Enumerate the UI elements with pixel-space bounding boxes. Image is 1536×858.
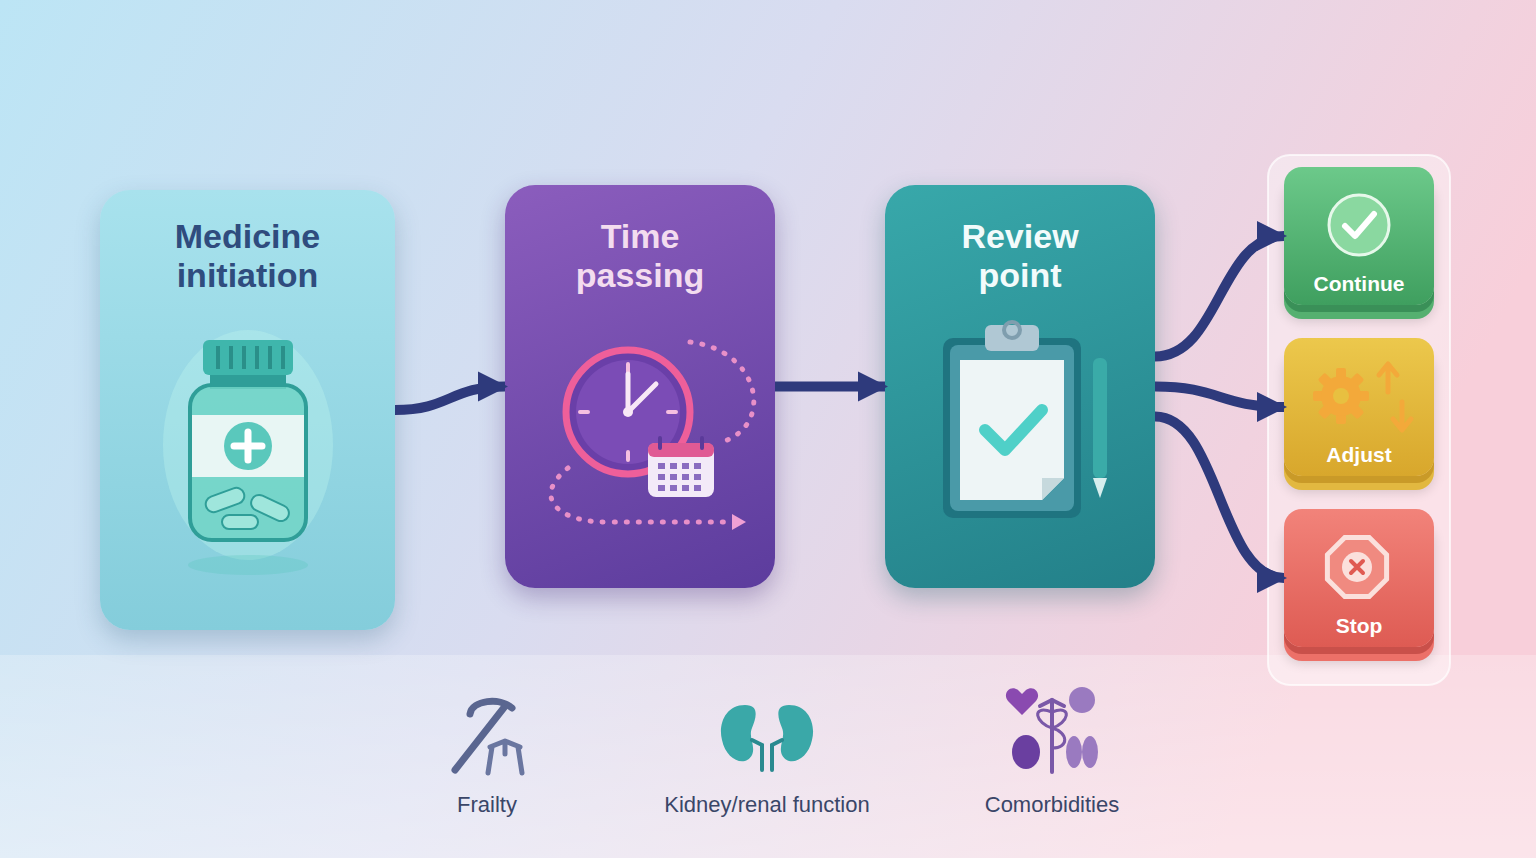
- comorbidities-icon-part: [1040, 700, 1064, 706]
- outcome-box: Stop: [1284, 509, 1434, 647]
- clock-icon-part: [658, 466, 704, 488]
- flow-arrow: [1155, 236, 1284, 357]
- clipboard-icon-part: [1004, 322, 1020, 338]
- clipboard-icon-part: [950, 345, 1074, 511]
- kidney-icon-part: [752, 740, 782, 770]
- comorbidities-icon-part: [1069, 687, 1095, 713]
- kidney-icon: [721, 705, 813, 770]
- factor-label: Kidney/renal function: [607, 792, 927, 818]
- process-box: Medicine initiation: [100, 190, 395, 630]
- bottle-icon-part: [188, 555, 308, 575]
- clipboard-icon-part: [985, 325, 1039, 351]
- bottle-icon-part: [222, 515, 258, 529]
- kidney-icon-part: [721, 705, 756, 761]
- bottle-icon-part: [203, 340, 293, 375]
- clock-icon-part: [580, 364, 676, 460]
- flow-arrow: [1155, 417, 1284, 579]
- clipboard-icon-part: [1042, 478, 1064, 500]
- factor-label: Frailty: [327, 792, 647, 818]
- bottle-icon-part: [224, 422, 272, 470]
- stop-icon: [1327, 537, 1386, 596]
- gear-icon-part: [1393, 402, 1411, 430]
- clipboard-icon-part: [943, 338, 1081, 518]
- clipboard-icon: [943, 322, 1107, 518]
- check-icon-part: [1345, 214, 1374, 236]
- bottle-icon-part: [248, 492, 291, 523]
- process-box: Time passing: [505, 185, 775, 588]
- cane-icon-part: [488, 741, 522, 773]
- outcome-label: Stop: [1289, 614, 1429, 638]
- comorbidities-icon-part: [1012, 735, 1040, 769]
- bottle-icon-part: [203, 486, 246, 515]
- cane-icon-part: [470, 701, 512, 714]
- node-title: Medicine initiation: [133, 217, 363, 295]
- stop-icon-part: [1327, 537, 1386, 596]
- clock-icon-part: [628, 374, 656, 412]
- bottle-icon-part: [210, 375, 286, 389]
- node-title: Time passing: [545, 217, 735, 295]
- flow-arrow: [1155, 387, 1284, 408]
- outcome-label: Continue: [1289, 272, 1429, 296]
- clock-icon-part: [566, 350, 690, 474]
- check-icon-part: [1329, 195, 1389, 255]
- options-panel: [1268, 155, 1450, 685]
- cane-icon: [455, 701, 522, 773]
- flow-arrow: [395, 387, 505, 411]
- node-title: Review point: [925, 217, 1115, 295]
- clock-icon-part: [576, 360, 680, 464]
- clipboard-icon-part: [985, 410, 1042, 450]
- comorbidities-icon-part: [1082, 736, 1098, 768]
- cane-icon-part: [455, 705, 506, 770]
- clock-icon-part: [690, 342, 754, 442]
- clock-icon-part: [648, 443, 714, 497]
- clipboard-icon-part: [1093, 478, 1107, 498]
- gear-icon-part: [1336, 368, 1346, 424]
- comorbidities-icon-part: [1050, 700, 1054, 772]
- bottle-icon-part: [218, 346, 283, 369]
- bottle-icon-part: [190, 385, 306, 540]
- clock-icon-part: [623, 407, 633, 417]
- outcome-box: Continue: [1284, 167, 1434, 305]
- bottle-icon: [163, 330, 333, 575]
- stop-icon-part: [1351, 561, 1363, 573]
- outcome-box: Adjust: [1284, 338, 1434, 476]
- flow-arrow: [775, 382, 885, 392]
- comorbidities-icon: [1006, 687, 1098, 772]
- outcome-label: Adjust: [1289, 443, 1429, 467]
- clipboard-icon-part: [1093, 358, 1107, 478]
- clock-icon-part: [660, 438, 702, 448]
- stop-icon-part: [1342, 552, 1372, 582]
- clock-icon-part: [732, 514, 746, 530]
- gear-icon-part: [1333, 388, 1349, 404]
- kidney-icon-part: [778, 705, 813, 761]
- gear-icon-part: [1379, 364, 1397, 392]
- gear-icon-part: [1321, 376, 1361, 416]
- clock-icon-part: [551, 468, 732, 522]
- gear-icon-part: [1318, 373, 1365, 420]
- comorbidities-icon-part: [1006, 688, 1038, 715]
- clock-icon: [551, 342, 754, 530]
- bottle-icon-part: [192, 415, 304, 477]
- gear-icon-part: [1313, 391, 1369, 401]
- gear-icon: [1313, 364, 1411, 430]
- comorbidities-icon-part: [1038, 710, 1067, 748]
- process-box: Review point: [885, 185, 1155, 588]
- bottle-icon-part: [234, 432, 262, 460]
- clipboard-icon-part: [960, 360, 1064, 500]
- check-icon: [1329, 195, 1389, 255]
- bottle-icon-part: [163, 330, 333, 560]
- factor-label: Comorbidities: [892, 792, 1212, 818]
- clock-icon-part: [648, 443, 714, 457]
- comorbidities-icon-part: [1066, 736, 1082, 768]
- gear-icon-part: [1318, 373, 1365, 420]
